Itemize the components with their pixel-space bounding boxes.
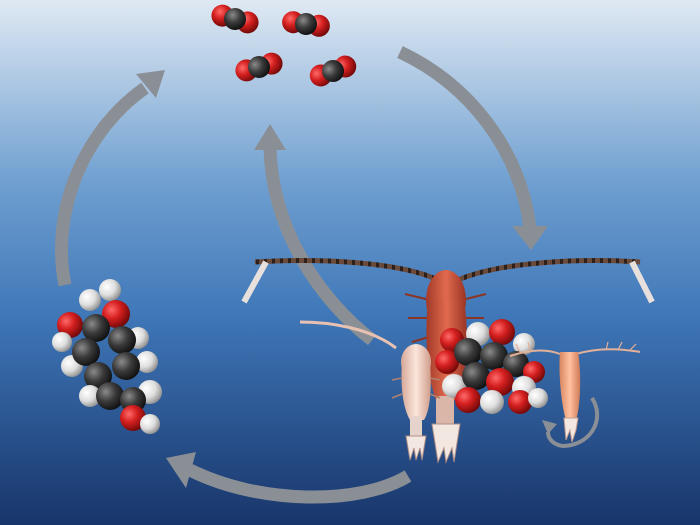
arrow-copepod-to-molecule: [187, 464, 412, 504]
small-copepod: [299, 320, 441, 461]
nauplius-larva: [509, 341, 641, 443]
copepod-antenna-tip-right: [629, 260, 655, 304]
copepod-antenna-tip-left: [241, 260, 269, 304]
co2-molecule-4: [309, 55, 357, 87]
small-copepod-body: [401, 362, 431, 420]
aromatic-ring-molecule: [52, 279, 162, 434]
arrowhead-molecule-to-co2: [136, 70, 165, 98]
co2-molecule-3: [235, 52, 283, 82]
nauplius-tail: [563, 417, 579, 443]
copepod-antenna-right: [457, 258, 641, 283]
copepod-tail: [436, 396, 454, 426]
arrowhead-nauplius-loop: [542, 420, 557, 434]
small-copepod-tail: [410, 416, 422, 438]
arrow-nauplius-loop-tail: [546, 431, 563, 448]
co2-molecule-1: [211, 4, 259, 34]
arrowhead-co2-to-copepod: [512, 226, 548, 250]
co2-molecule-2: [282, 11, 330, 37]
copepod-antenna-left: [254, 258, 440, 283]
copepod-tail-fan: [431, 423, 461, 464]
arrow-co2-to-copepod: [397, 46, 537, 229]
arrowhead-copepod-to-molecule: [166, 452, 196, 488]
arrow-molecule-to-co2: [55, 82, 149, 287]
arrowhead-copepod-to-co2: [254, 124, 286, 150]
small-copepod-tail-fan: [405, 435, 427, 461]
arrow-nauplius-loop: [561, 396, 599, 448]
co2-molecules: [211, 4, 357, 87]
nauplius-body: [559, 352, 581, 420]
